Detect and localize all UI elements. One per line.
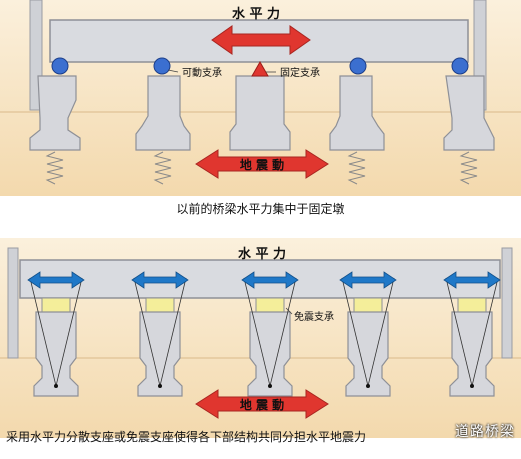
pier-body bbox=[33, 311, 79, 397]
isolator-pointer bbox=[285, 307, 293, 315]
ground-motion-arrow bbox=[195, 149, 329, 179]
isolator-label: 免震支承 bbox=[294, 310, 334, 323]
bearing-icon bbox=[153, 57, 171, 75]
base-point bbox=[470, 384, 474, 388]
base-point bbox=[268, 384, 272, 388]
base-point bbox=[366, 384, 370, 388]
fixed-bearing-label: 固定支承 bbox=[280, 66, 320, 79]
pier-3 bbox=[247, 297, 293, 397]
piers bbox=[29, 75, 495, 151]
isolated-bridge-svg: 水 平 力 bbox=[0, 238, 521, 438]
double-arrow-icon bbox=[241, 271, 299, 289]
horizontal-force-arrow bbox=[211, 25, 311, 55]
pier-1 bbox=[29, 75, 81, 151]
double-arrow-icon bbox=[443, 271, 501, 289]
isolated-bridge-diagram: 水 平 力 bbox=[0, 238, 521, 438]
ground-motion-label: 地 震 動 bbox=[240, 397, 284, 412]
spring-1 bbox=[45, 151, 64, 185]
movable-bearing-label: 可動支承 bbox=[182, 66, 222, 79]
pier-3 bbox=[229, 75, 291, 151]
pier-1 bbox=[33, 297, 79, 397]
deck-force-label: 水 平 力 bbox=[232, 6, 280, 22]
double-arrow-icon bbox=[27, 271, 85, 289]
fixed-bearing-icon bbox=[251, 60, 269, 77]
pier-5 bbox=[443, 75, 495, 151]
base-point bbox=[54, 384, 58, 388]
pier-5 bbox=[449, 297, 495, 397]
watermark: 道路桥梁 bbox=[455, 424, 515, 440]
conventional-bridge-diagram: 水 平 力 可動支承 固定支承 地 震 動 bbox=[0, 0, 521, 196]
pier-4 bbox=[329, 75, 385, 151]
isolator-bearing bbox=[41, 297, 71, 313]
conventional-bridge-svg: 水 平 力 可動支承 固定支承 地 震 動 bbox=[0, 0, 521, 196]
bearing-icon bbox=[51, 57, 69, 75]
piers bbox=[33, 297, 495, 397]
right-abutment bbox=[501, 247, 513, 359]
ground-motion-label: 地 震 動 bbox=[240, 157, 284, 172]
spring-5 bbox=[459, 151, 478, 185]
double-arrow-icon bbox=[131, 271, 189, 289]
top-caption: 以前的桥梁水平力集中于固定墩 bbox=[176, 202, 345, 216]
isolator-bearing bbox=[255, 297, 285, 313]
blue-force-arrows bbox=[27, 271, 501, 289]
pier-body bbox=[345, 311, 391, 397]
bearing-icon bbox=[349, 57, 367, 75]
movable-pointer bbox=[167, 69, 179, 73]
deck-force-label: 水 平 力 bbox=[238, 246, 286, 262]
spring-4 bbox=[347, 151, 366, 185]
pier-4 bbox=[345, 297, 391, 397]
pier-2 bbox=[137, 297, 183, 397]
isolator-bearing bbox=[145, 297, 175, 313]
double-arrow-icon bbox=[339, 271, 397, 289]
left-abutment bbox=[7, 247, 19, 359]
isolator-bearing bbox=[457, 297, 487, 313]
bearing-icon bbox=[451, 57, 469, 75]
bottom-caption: 采用水平力分散支座或免震支座使得各下部结构共同分担水平地震力 bbox=[6, 430, 367, 444]
ground-motion-arrow bbox=[195, 389, 329, 419]
pier-body bbox=[247, 311, 293, 397]
pier-body bbox=[449, 311, 495, 397]
spring-2 bbox=[153, 151, 172, 185]
springs bbox=[45, 151, 478, 185]
pier-2 bbox=[135, 75, 191, 151]
pier-body bbox=[137, 311, 183, 397]
isolator-bearing bbox=[353, 297, 383, 313]
base-point bbox=[158, 384, 162, 388]
movable-bearings bbox=[51, 57, 469, 75]
base-points bbox=[54, 384, 474, 388]
